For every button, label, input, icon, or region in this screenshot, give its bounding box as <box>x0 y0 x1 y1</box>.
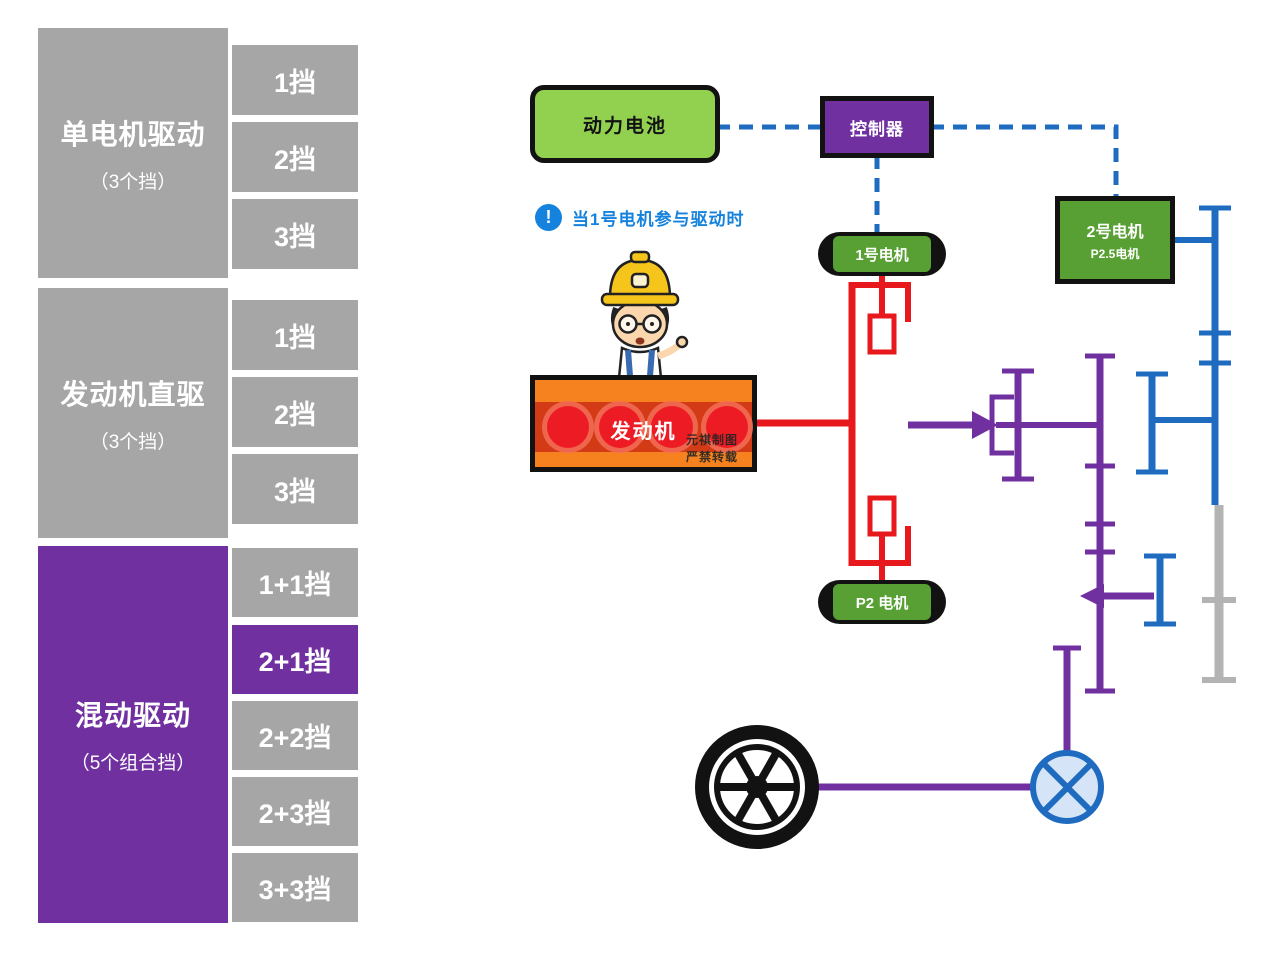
differential <box>1030 750 1104 824</box>
watermark-line2: 严禁转载 <box>685 450 738 464</box>
purple-gear-train <box>812 353 1154 791</box>
legend-group-single-motor-drive: 单电机驱动 （3个挡） <box>38 28 228 278</box>
motor2-box: 2号电机 P2.5电机 <box>1055 196 1175 284</box>
engine-cylinder <box>599 406 641 448</box>
motor1-label: 1号电机 <box>833 236 931 272</box>
worker-mouth <box>635 337 645 345</box>
gray-shaft-serifs <box>1202 597 1236 683</box>
p2-motor-label: P2 电机 <box>833 584 931 620</box>
clutch-bottom <box>867 495 897 537</box>
engine-input-shaft-red <box>752 272 911 580</box>
countershaft-gear-serifs <box>1085 353 1115 694</box>
input-gear-bracket <box>989 394 1014 456</box>
worker-eye <box>626 322 630 326</box>
legend-group-title: 发动机直驱 <box>60 378 206 410</box>
engine-cylinder <box>547 406 589 448</box>
gear-cell-highlighted: 2+1挡 <box>232 625 358 694</box>
motor2-shaft-serifs <box>1199 205 1231 366</box>
controller-box: 控制器 <box>820 96 934 158</box>
gray-idle-shaft <box>1202 505 1236 683</box>
power-flow-arrowhead-right <box>972 411 998 439</box>
power-battery-box: 动力电池 <box>530 85 720 163</box>
engine-cylinder <box>651 406 693 448</box>
blue-lower-gear-serifs <box>1144 553 1176 627</box>
legend-group-subtitle: （3个挡） <box>89 431 177 453</box>
legend-group-title: 混动驱动 <box>74 700 191 731</box>
gear-cell: 1挡 <box>232 300 358 370</box>
wire-controller-to-motor2 <box>930 124 1119 200</box>
gear-cell: 2+2挡 <box>232 701 358 770</box>
legend-group-title: 单电机驱动 <box>60 118 206 150</box>
blue-motor2-gear-train <box>1136 205 1231 627</box>
power-flow-arrowhead-left <box>1080 584 1104 608</box>
note-text: 当1号电机参与驱动时 <box>572 210 745 229</box>
note-callout: ! 当1号电机参与驱动时 <box>535 204 744 231</box>
motor2-label: 2号电机 <box>1086 224 1144 241</box>
hv-dashed-wiring <box>716 124 1119 236</box>
engine-cylinder <box>706 406 748 448</box>
watermark-line1: 元祺制图 <box>685 433 738 447</box>
worker-overall-straps <box>625 349 655 377</box>
gear-cell: 3挡 <box>232 199 358 269</box>
wheel-spokes <box>717 750 797 824</box>
input-gear-serifs <box>1002 368 1034 482</box>
engine-label: 发动机 <box>610 421 677 443</box>
worker-helmet-brim <box>600 292 680 307</box>
gear-cell: 3+3挡 <box>232 853 358 922</box>
gear-cell: 2挡 <box>232 122 358 192</box>
worker-hand <box>675 335 689 349</box>
p2-motor-capsule: P2 电机 <box>818 580 946 624</box>
motor1-capsule: 1号电机 <box>818 232 946 276</box>
worker-eye <box>650 322 654 326</box>
gear-cell: 2+3挡 <box>232 777 358 846</box>
differential-cross <box>1041 761 1094 814</box>
legend-group-subtitle: （3个挡） <box>89 171 177 193</box>
legend-group-subtitle: （5个组合挡） <box>70 753 196 774</box>
worker-mascot-illustration <box>600 250 689 380</box>
worker-helmet-knob <box>629 250 651 264</box>
gear-cell: 1+1挡 <box>232 548 358 617</box>
gear-cell: 3挡 <box>232 454 358 524</box>
legend-group-hybrid-drive: 混动驱动 （5个组合挡） <box>38 546 228 923</box>
gear-cell: 1挡 <box>232 45 358 115</box>
blue-idler-gear-serifs <box>1136 371 1168 475</box>
legend-group-engine-direct-drive: 发动机直驱 （3个挡） <box>38 288 228 538</box>
clutch-drum-bottom <box>852 526 911 566</box>
gear-cell: 2挡 <box>232 377 358 447</box>
engine-block: 发动机 元祺制图 严禁转载 <box>530 375 757 472</box>
watermark: 元祺制图 严禁转载 <box>676 432 748 466</box>
clutch-drum-top <box>852 282 911 322</box>
wheel <box>695 725 819 849</box>
exclamation-icon: ! <box>535 204 562 231</box>
motor2-sublabel: P2.5电机 <box>1090 247 1140 261</box>
clutch-top <box>867 313 897 355</box>
worker-headlamp <box>630 272 650 289</box>
wheel-hub <box>746 776 768 798</box>
